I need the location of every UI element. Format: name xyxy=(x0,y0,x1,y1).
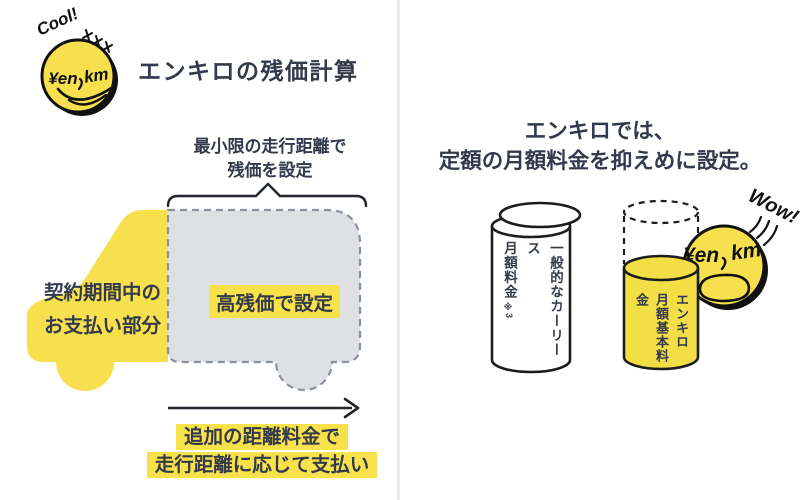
car-paid-label-line2: お支払い部分 xyxy=(44,315,162,337)
right-heading-line2: 定額の月額料金を抑えめに設定。 xyxy=(438,149,762,173)
sparkles-icon xyxy=(82,29,113,53)
arrow-label: 追加の距離料金で 走行距離に応じて支払い xyxy=(132,422,392,478)
lease-label-line2: 月額料金 xyxy=(502,241,517,299)
distance-arrow-icon xyxy=(168,397,360,419)
car-front-paid-shape xyxy=(27,210,168,391)
panel-divider xyxy=(397,0,400,500)
brace-label-line2: 残価を設定 xyxy=(227,161,313,180)
logo-km-text: km xyxy=(83,64,110,86)
right-heading: エンキロでは、 定額の月額料金を抑えめに設定。 xyxy=(400,116,800,176)
right-heading-line1: エンキロでは、 xyxy=(524,119,676,143)
brace-icon xyxy=(166,182,368,208)
arrow-label-line2: 走行距離に応じて支払い xyxy=(146,452,378,478)
logo-cool-text: Cool! xyxy=(34,4,82,40)
logo-smiley-icon: ¥en km Cool! xyxy=(34,4,118,116)
wow-mouth xyxy=(698,273,751,303)
enkilo-label-line1: エンキロ xyxy=(674,293,689,349)
arrow-label-line1: 追加の距離料金で xyxy=(175,424,348,450)
car-paid-label: 契約期間中の お支払い部分 xyxy=(44,277,161,343)
lease-label-line1: 一般的なカーリース xyxy=(525,241,563,357)
lease-label-footnote: ※3 xyxy=(504,303,514,319)
brace-label-line1: 最小限の走行距離で xyxy=(193,137,347,156)
page-title: エンキロの残価計算 xyxy=(138,58,359,84)
wow-text: Wow! xyxy=(745,185,800,229)
wow-comma-mark xyxy=(720,256,727,271)
logo-comma-mark xyxy=(77,77,83,91)
wow-km-text: km xyxy=(729,238,762,265)
car-residual-label: 高残価で設定 xyxy=(209,285,341,318)
wow-smiley-icon: ¥en km Wow! xyxy=(682,185,800,310)
logo-smile xyxy=(56,83,118,101)
lease-cylinder-lid xyxy=(498,201,582,229)
enkilo-cylinder-label: エンキロ 月額基本料金 xyxy=(624,293,698,369)
lease-cylinder-label: 一般的なカーリース 月額料金 ※3 xyxy=(494,241,570,371)
logo-yen-text: ¥en xyxy=(48,69,77,88)
enkilo-label-line2: 月額基本料金 xyxy=(634,293,669,363)
logo-smile-accent xyxy=(67,93,108,106)
brace-label: 最小限の走行距離で 残価を設定 xyxy=(150,135,390,183)
logo-face xyxy=(40,38,116,114)
car-paid-label-line1: 契約期間中の xyxy=(44,282,162,304)
enkilo-cylinder-filled xyxy=(622,254,700,371)
lease-cylinder xyxy=(490,201,582,374)
wow-motion-lines xyxy=(748,215,779,247)
